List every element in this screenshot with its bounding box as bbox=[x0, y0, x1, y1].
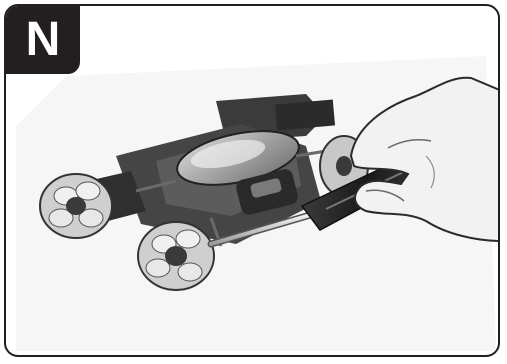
wheel-front-left bbox=[40, 174, 112, 238]
assembly-illustration bbox=[6, 6, 500, 357]
wheel-front-right bbox=[138, 222, 214, 290]
instruction-panel: N bbox=[4, 4, 500, 357]
step-letter-badge: N bbox=[6, 6, 80, 74]
